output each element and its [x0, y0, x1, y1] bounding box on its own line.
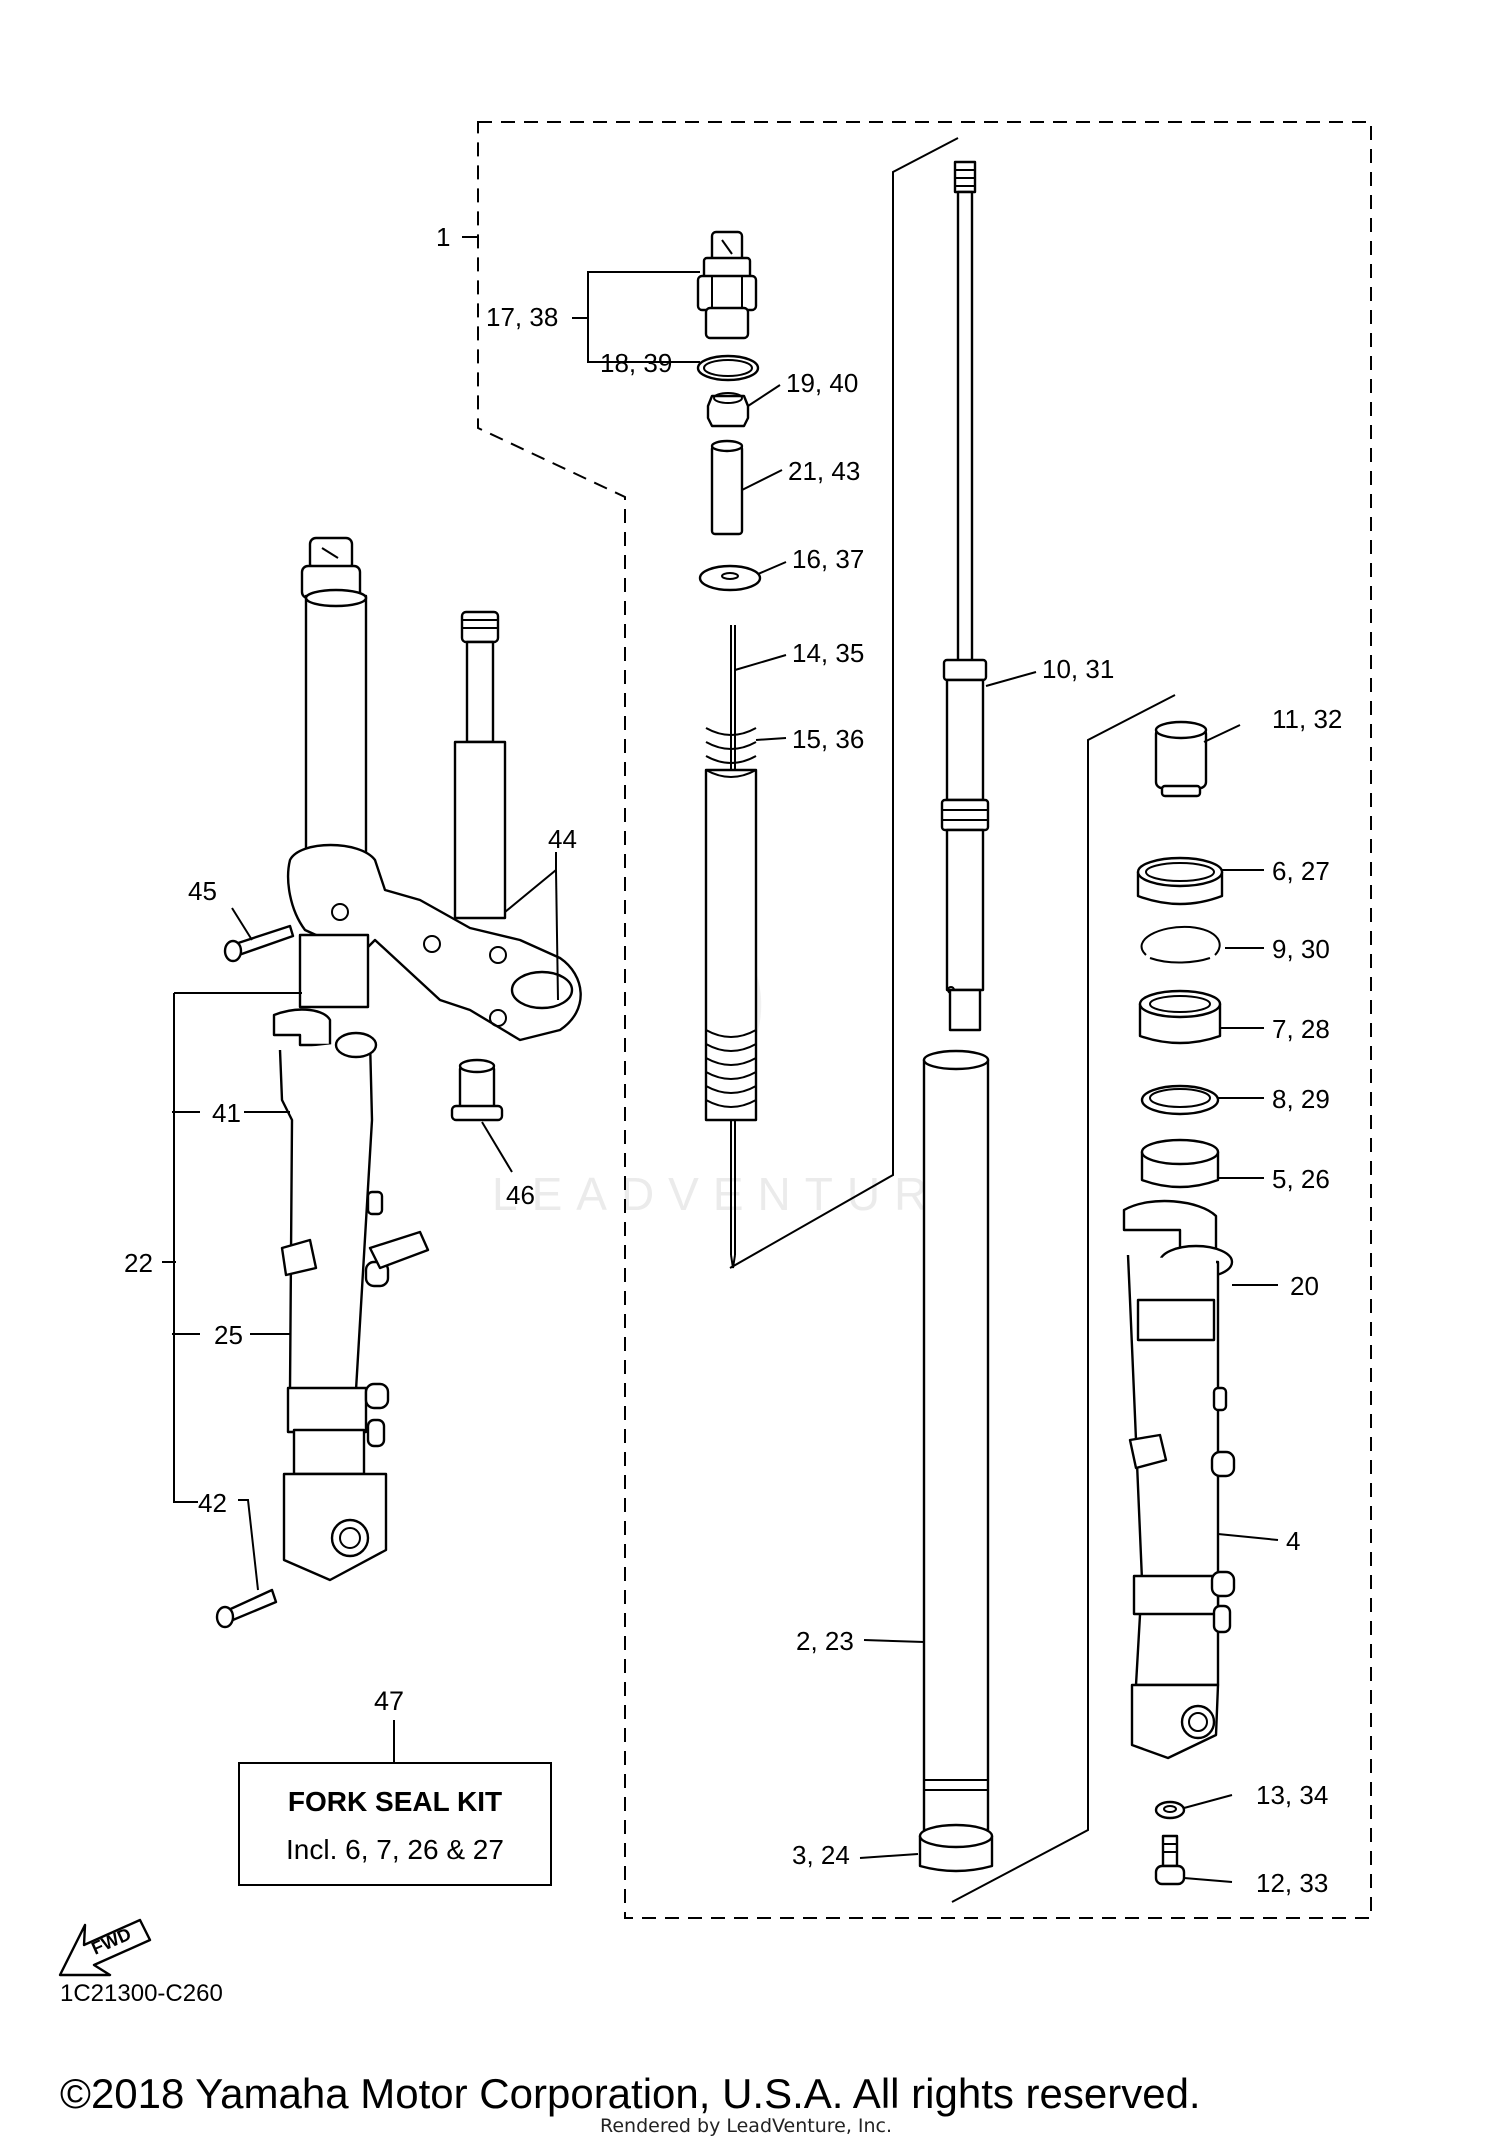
- callout-12-33: 12, 33: [1256, 1868, 1328, 1898]
- inner-bracket-rod: [729, 137, 959, 1269]
- callout-45: 45: [188, 876, 217, 906]
- o-ring-inner: [703, 359, 753, 377]
- locknut: [706, 392, 750, 428]
- callout-16-37: 16, 37: [792, 544, 864, 574]
- inner-tube: [922, 1049, 990, 1832]
- callout-2-23: 2, 23: [796, 1626, 854, 1656]
- outer-tube-right: [1122, 1199, 1236, 1760]
- callout-46: 46: [506, 1180, 535, 1210]
- fwd-arrow-icon: FWD: [58, 1918, 152, 1977]
- callout-1: 1: [436, 222, 450, 252]
- oil-seal: [1138, 989, 1222, 1045]
- fork-assembly-left: [272, 536, 582, 1582]
- callout-22: 22: [124, 1248, 153, 1278]
- fork-seal-kit-box: FORK SEAL KIT Incl. 6, 7, 26 & 27: [238, 1762, 552, 1886]
- pinch-bolt-upper: [223, 924, 295, 963]
- cap-bolt: [696, 230, 758, 340]
- callout-labels: 1 17, 38 18, 39 19, 40 21, 43 16, 37 14,…: [124, 222, 1342, 1898]
- callout-8-29: 8, 29: [1272, 1084, 1330, 1114]
- cap-nut-spacer: [450, 1058, 504, 1122]
- callout-20: 20: [1290, 1271, 1319, 1301]
- oil-lock-piece: [1154, 720, 1208, 798]
- kit-description: Incl. 6, 7, 26 & 27: [286, 1834, 504, 1865]
- leader-lines: [162, 236, 1279, 1883]
- damper-rod: [940, 160, 990, 1032]
- circlip: [1140, 925, 1221, 964]
- callout-9-30: 9, 30: [1272, 934, 1330, 964]
- gasket-washer: [1154, 1800, 1186, 1820]
- seal-washer: [1140, 1084, 1220, 1116]
- rendered-by-notice: Rendered by LeadVenture, Inc.: [600, 2115, 893, 2137]
- inner-bracket-outer-tube: [951, 694, 1176, 1903]
- kit-callout-number: 47: [374, 1686, 405, 1716]
- assembly-boundary: [477, 121, 1372, 1919]
- callout-14-35: 14, 35: [792, 638, 864, 668]
- watermark-text: LEADVENTURE: [492, 1168, 986, 1220]
- callout-25: 25: [214, 1320, 243, 1350]
- callout-21-43: 21, 43: [788, 456, 860, 486]
- callout-13-34: 13, 34: [1256, 1780, 1328, 1810]
- callout-44: 44: [548, 824, 577, 854]
- damper-rod-bolt: [1154, 1834, 1186, 1886]
- callout-4: 4: [1286, 1526, 1300, 1556]
- callout-41: 41: [212, 1098, 241, 1128]
- callout-3-24: 3, 24: [792, 1840, 850, 1870]
- spacer-tube: [710, 439, 744, 536]
- callout-42: 42: [198, 1488, 227, 1518]
- guide-bushing-slide: [918, 1823, 994, 1873]
- dust-seal: [1136, 856, 1224, 906]
- callout-15-36: 15, 36: [792, 724, 864, 754]
- washer: [698, 564, 762, 592]
- callout-7-28: 7, 28: [1272, 1014, 1330, 1044]
- copyright-notice: ©2018 Yamaha Motor Corporation, U.S.A. A…: [60, 2070, 1201, 2117]
- callout-18-39: 18, 39: [600, 348, 672, 378]
- guide-bushing-slide-outer: [1140, 1138, 1220, 1189]
- fork-spring: [704, 625, 758, 1269]
- callout-19-40: 19, 40: [786, 368, 858, 398]
- callout-11-32: 11, 32: [1272, 704, 1342, 734]
- callout-6-27: 6, 27: [1272, 856, 1330, 886]
- callout-17-38: 17, 38: [486, 302, 558, 332]
- drawing-code: 1C21300-C260: [60, 1980, 223, 2007]
- callout-10-31: 10, 31: [1042, 654, 1114, 684]
- callout-5-26: 5, 26: [1272, 1164, 1330, 1194]
- kit-title: FORK SEAL KIT: [287, 1786, 503, 1817]
- pinch-bolt-lower: [215, 1588, 278, 1629]
